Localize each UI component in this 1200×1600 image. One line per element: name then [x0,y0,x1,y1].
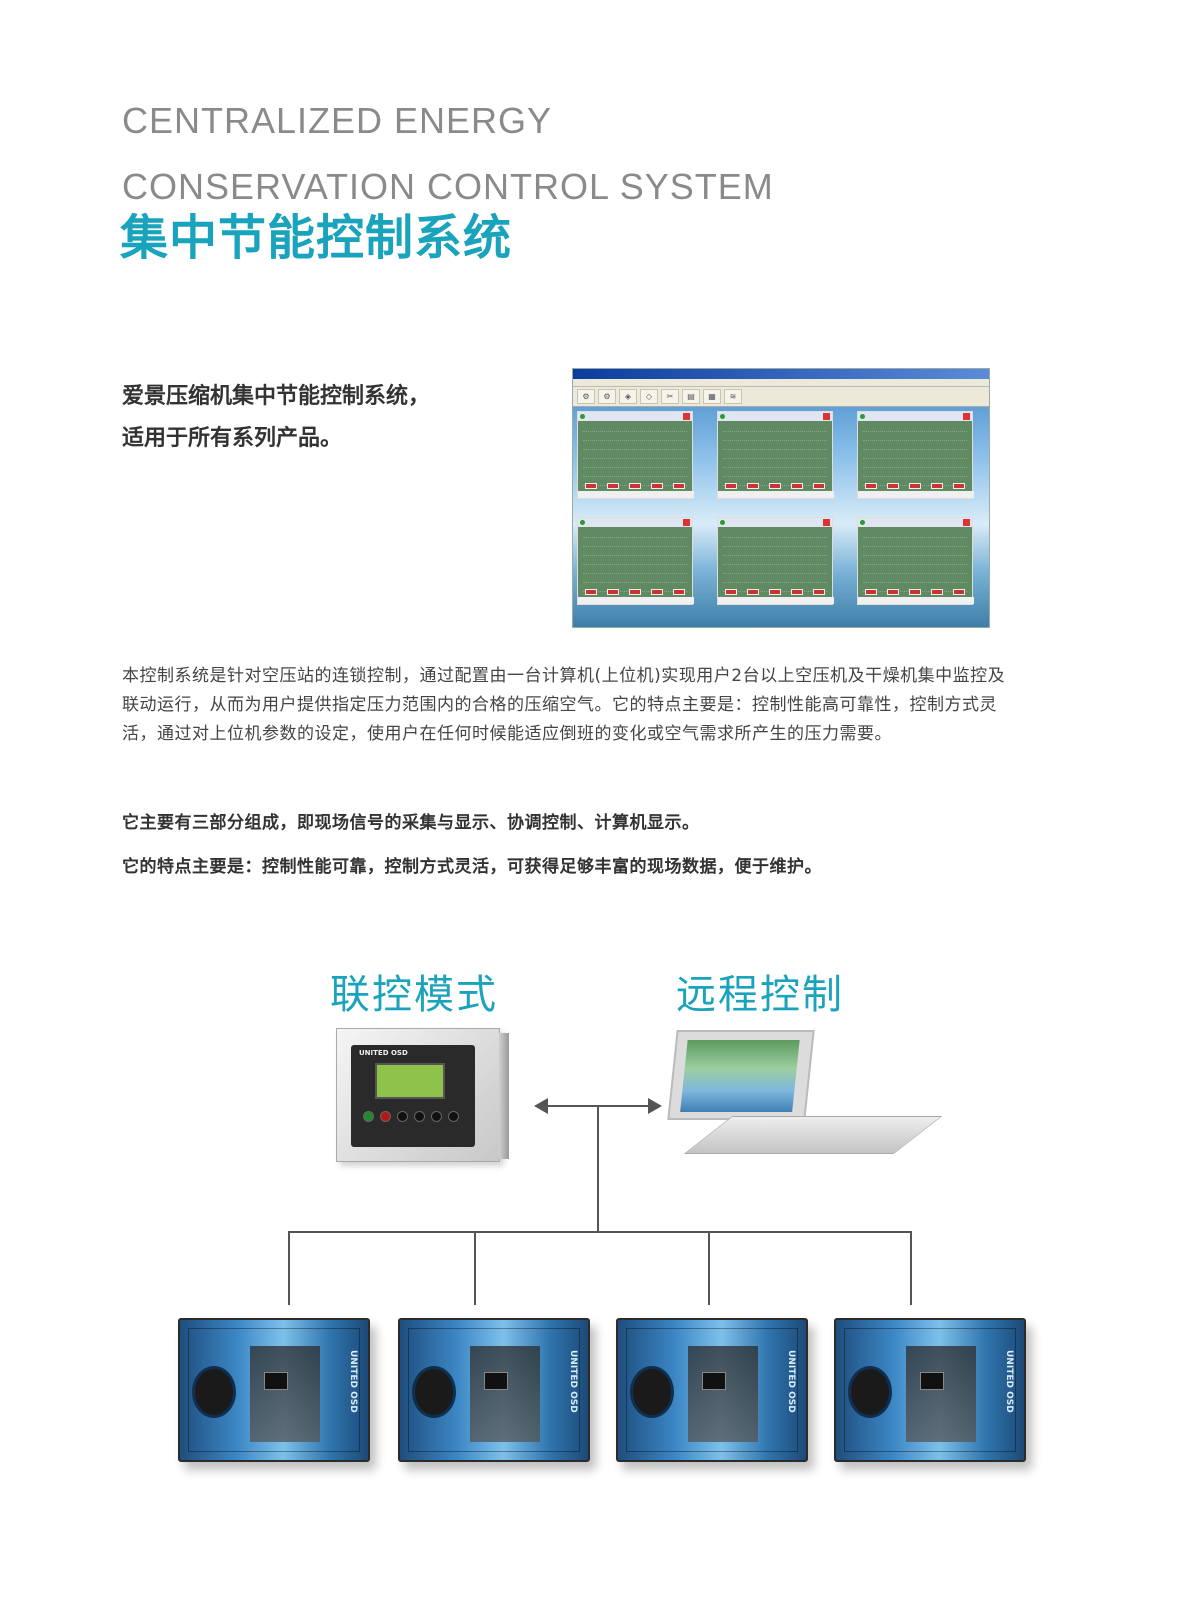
arrow-left-icon [534,1098,548,1114]
branch-line [474,1231,476,1305]
remote-control-label: 远程控制 [676,972,844,1018]
composition-statement: 它主要有三部分组成，即现场信号的采集与显示、协调控制、计算机显示。 [122,813,700,833]
controller-device: UNITED OSD [336,1028,509,1162]
laptop-lid [667,1030,815,1120]
branch-line [288,1231,290,1305]
trunk-line [597,1106,599,1232]
compressor-panel [857,411,974,499]
bus-line [288,1231,912,1233]
controller-brand: UNITED OSD [359,1049,408,1057]
cabinet-brand: UNITED OSD [568,1350,578,1413]
air-compressor-unit: UNITED OSD [178,1318,370,1462]
intro-line-2: 适用于所有系列产品。 [122,426,343,451]
compressor-panel [717,411,834,499]
toolbar-icon: ⚙ [598,389,616,404]
cabinet-brand: UNITED OSD [348,1350,358,1413]
chinese-title: 集中节能控制系统 [120,210,513,266]
toolbar-icon: ✂ [661,389,679,404]
linked-control-mode-label: 联控模式 [330,972,498,1018]
arrow-right-icon [648,1098,662,1114]
toolbar-icon: ◈ [619,389,637,404]
intro-heading: 爱景压缩机集中节能控制系统， 适用于所有系列产品。 [122,376,542,460]
english-title-line-1: CENTRALIZED ENERGY [122,100,553,141]
compressor-panel [717,517,834,605]
controller-lcd [375,1063,445,1099]
english-title: CENTRALIZED ENERGY CONSERVATION CONTROL … [122,88,882,220]
screenshot-titlebar [573,369,989,379]
branch-line [910,1231,912,1305]
software-screenshot: ⚙ ⚙ ◈ ◇ ✂ ▤ ▦ ≋ [572,368,990,628]
air-compressor-unit: UNITED OSD [398,1318,590,1462]
toolbar-icon: ⚙ [577,389,595,404]
compressor-panel [577,411,694,499]
controller-keypad [363,1111,459,1122]
compressor-panel [577,517,694,605]
toolbar-icon: ◇ [640,389,658,404]
controller-face: UNITED OSD [351,1045,475,1147]
compressor-panel [857,517,974,605]
laptop-screen [680,1040,800,1112]
screenshot-toolbar: ⚙ ⚙ ◈ ◇ ✂ ▤ ▦ ≋ [573,387,989,407]
toolbar-icon: ≋ [724,389,742,404]
intro-line-1: 爱景压缩机集中节能控制系统， [122,384,431,409]
screenshot-menubar [573,379,989,387]
toolbar-icon: ▤ [682,389,700,404]
toolbar-icon: ▦ [703,389,721,404]
laptop-base [683,1116,943,1154]
laptop-computer [667,1030,943,1156]
air-compressor-unit: UNITED OSD [616,1318,808,1462]
description-paragraph: 本控制系统是针对空压站的连锁控制，通过配置由一台计算机(上位机)实现用户2台以上… [122,666,1006,744]
english-title-line-2: CONSERVATION CONTROL SYSTEM [122,166,774,207]
cabinet-brand: UNITED OSD [1004,1350,1014,1413]
branch-line [708,1231,710,1305]
cabinet-brand: UNITED OSD [786,1350,796,1413]
air-compressor-unit: UNITED OSD [834,1318,1026,1462]
features-statement: 它的特点主要是：控制性能可靠，控制方式灵活，可获得足够丰富的现场数据，便于维护。 [122,857,822,877]
